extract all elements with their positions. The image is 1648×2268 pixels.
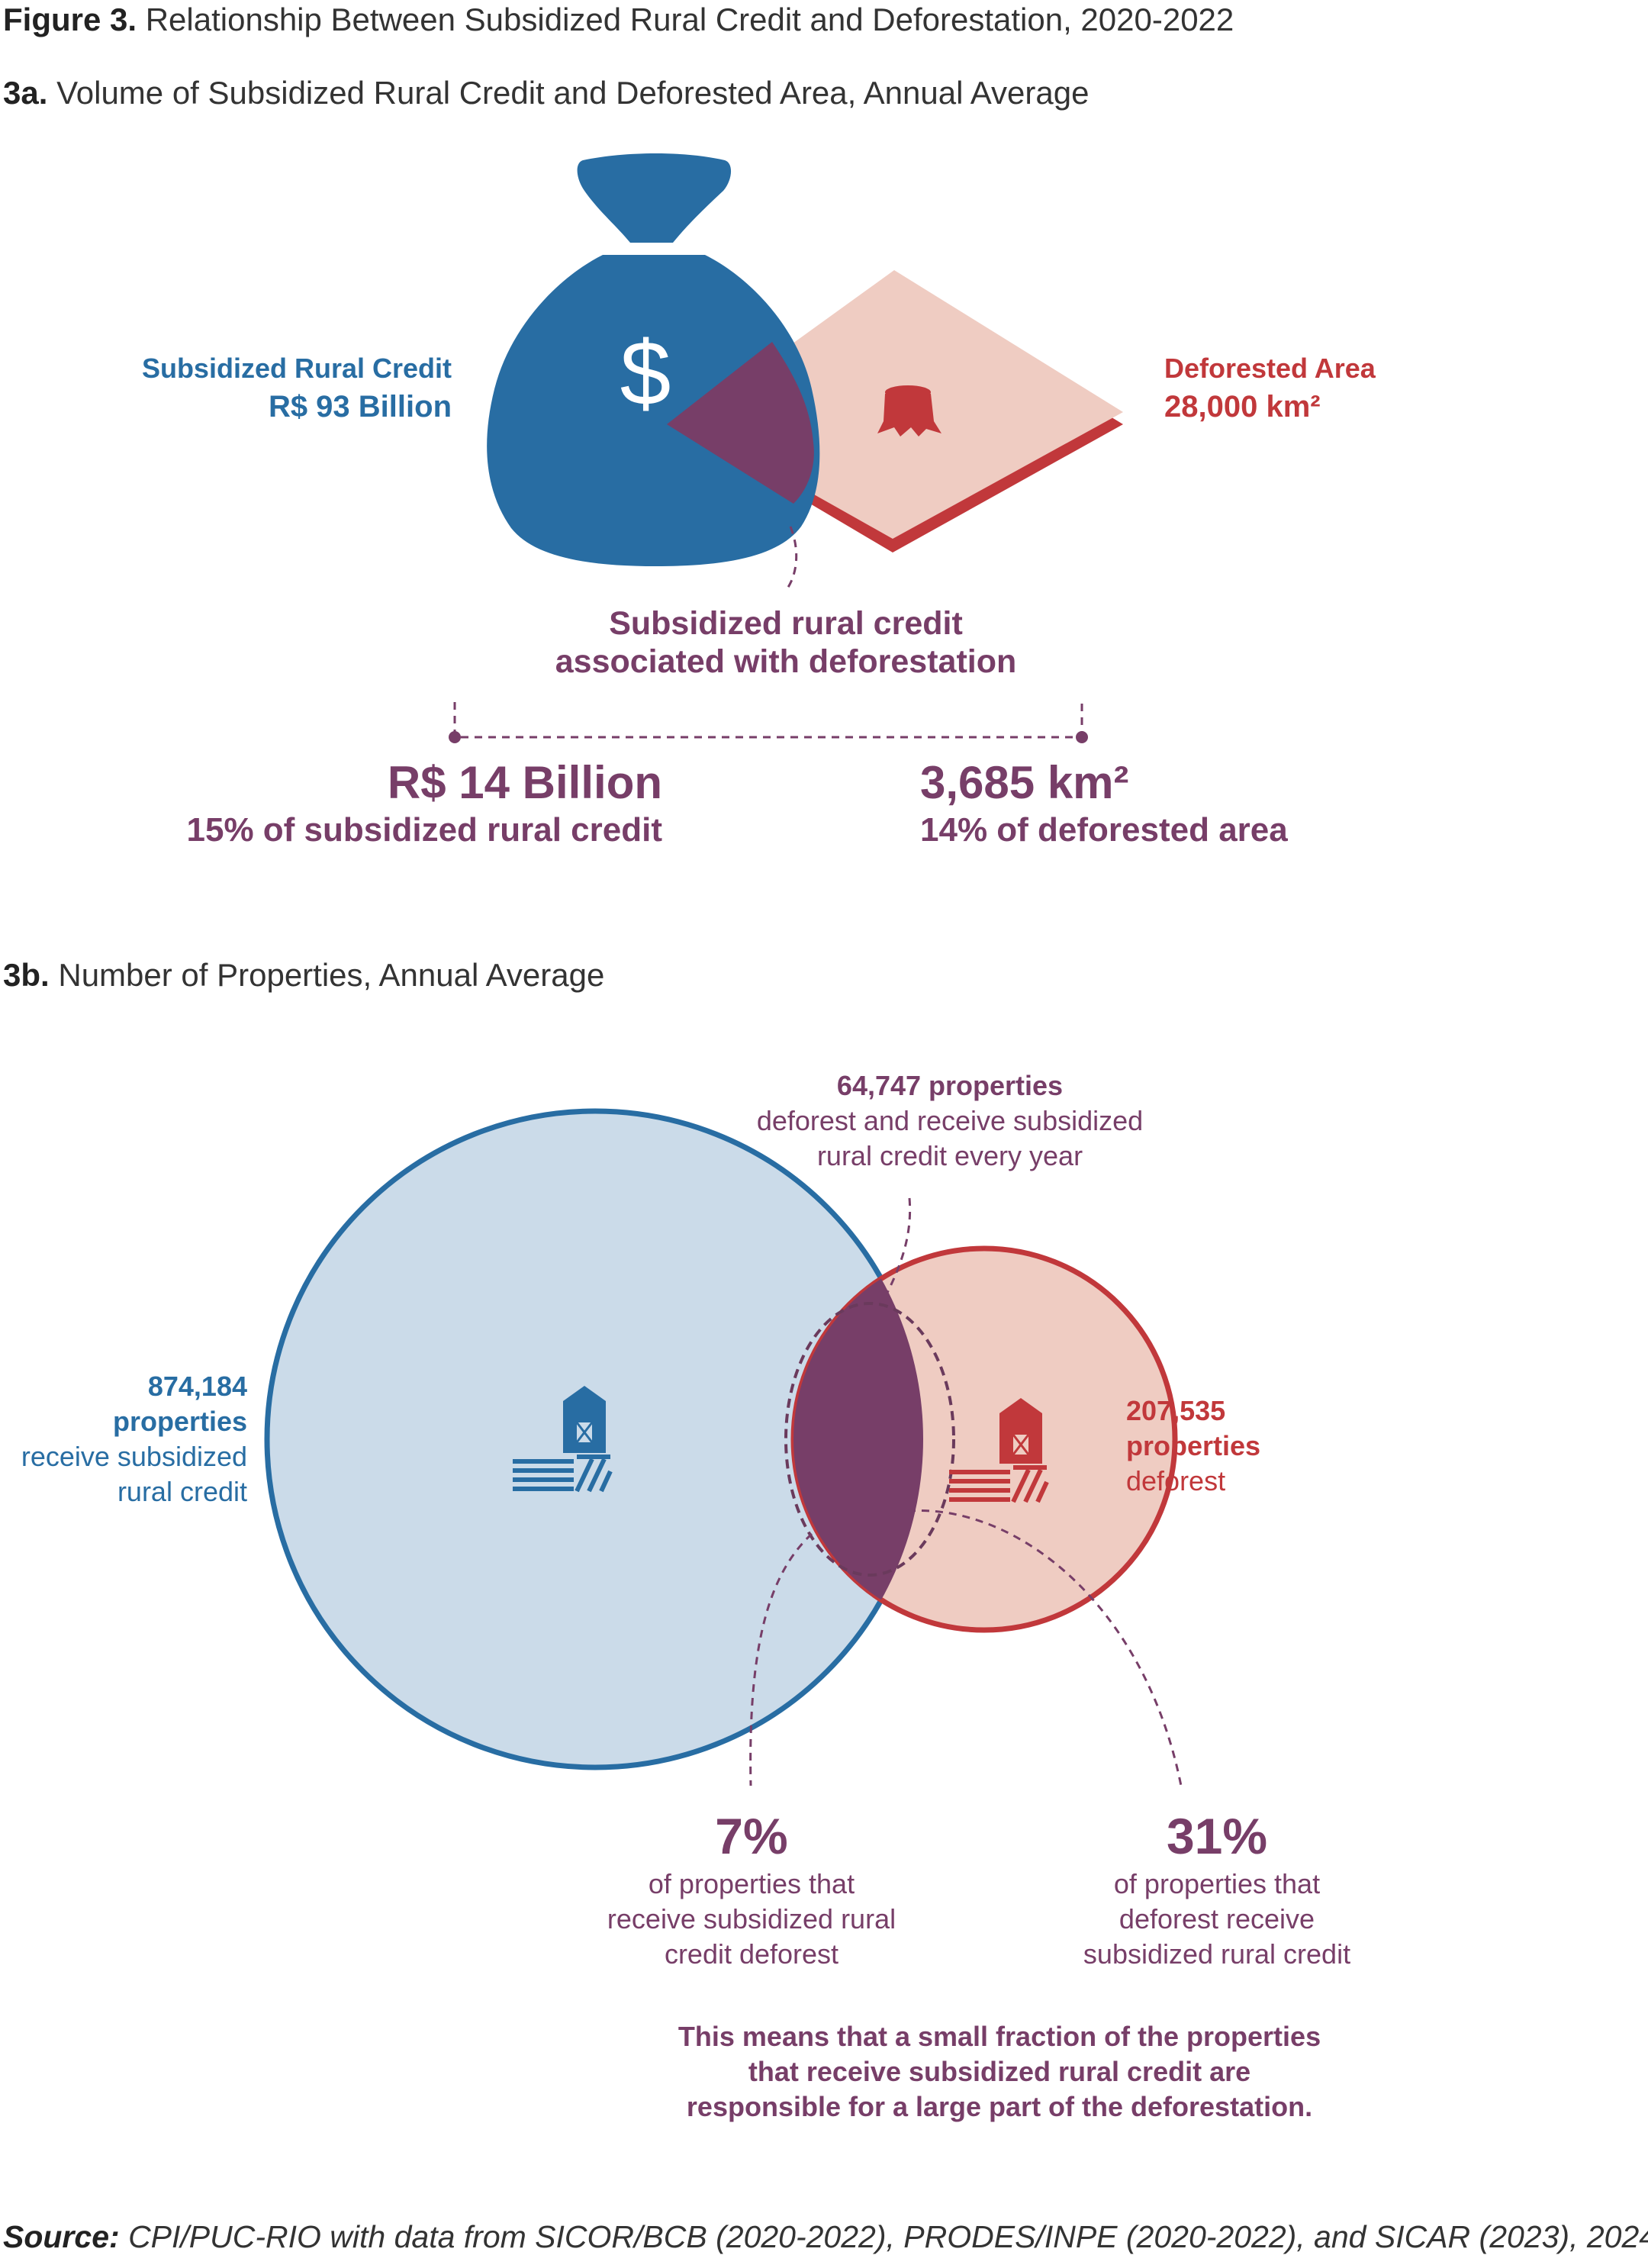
overlap-count: 64,747 properties: [836, 1070, 1064, 1101]
credit-properties-unit: properties: [112, 1406, 247, 1437]
overlap-note-b: 64,747 properties deforest and receive s…: [717, 1068, 1183, 1174]
overlap-leaders-b: [749, 1197, 1183, 1786]
conclusion-line3: responsible for a large part of the defo…: [686, 2091, 1313, 2122]
credit-deforestation-overlap: [667, 342, 814, 504]
panel-b-title: 3b. Number of Properties, Annual Average: [3, 957, 604, 994]
deforested-label-block: Deforested Area 28,000 km²: [1164, 350, 1376, 426]
conclusion-line1: This means that a small fraction of the …: [678, 2021, 1321, 2052]
deforest-properties-label: 207,535 properties deforest: [1126, 1393, 1260, 1499]
credit-properties-count: 874,184: [147, 1371, 247, 1402]
overlap-area-share: 14% of deforested area: [920, 811, 1288, 849]
panel-a-label: 3a.: [3, 75, 48, 111]
farm-barn-icon: [513, 1386, 613, 1493]
overlap-title-a: Subsidized rural credit associated with …: [519, 604, 1053, 681]
overlap-credit-share: 15% of subsidized rural credit: [186, 811, 663, 849]
farm-barn-icon: [949, 1398, 1049, 1503]
conclusion-note: This means that a small fraction of the …: [664, 2019, 1335, 2125]
svg-text:$: $: [620, 322, 671, 424]
credit-label: Subsidized Rural Credit: [141, 353, 452, 384]
panel-b-title-text: Number of Properties, Annual Average: [58, 957, 605, 993]
connector-dot-left: [449, 731, 461, 743]
figure-title: Figure 3. Relationship Between Subsidize…: [3, 2, 1234, 38]
overlap-desc-line1: deforest and receive subsidized: [756, 1105, 1144, 1136]
credit-value: R$ 93 Billion: [268, 390, 452, 424]
pct-left-value: 7%: [715, 1808, 788, 1864]
panel-a-title: 3a. Volume of Subsidized Rural Credit an…: [3, 75, 1089, 111]
overlap-area-value: 3,685 km²: [920, 757, 1129, 808]
credit-properties-desc1: receive subsidized: [21, 1441, 247, 1472]
panel-b-label: 3b.: [3, 957, 50, 993]
credit-properties-label: 874,184 properties receive subsidized ru…: [21, 1369, 247, 1509]
overlap-title-line1: Subsidized rural credit: [609, 605, 963, 642]
source-note: Source: CPI/PUC-RIO with data from SICOR…: [3, 2219, 1648, 2255]
connector-dot-right: [1076, 731, 1088, 743]
money-bag-icon: [487, 153, 820, 566]
deforest-properties-unit: properties: [1126, 1430, 1261, 1461]
figure-title-text: Relationship Between Subsidized Rural Cr…: [145, 2, 1234, 37]
pct-right-line1: of properties that: [1113, 1868, 1321, 1899]
conclusion-line2: that receive subsidized rural credit are: [748, 2056, 1251, 2087]
deforested-value: 28,000 km²: [1164, 390, 1321, 424]
pct-left-line3: credit deforest: [664, 1938, 839, 1970]
credit-properties-desc2: rural credit: [117, 1476, 247, 1507]
deforest-properties-desc: deforest: [1126, 1465, 1226, 1496]
pct-right-line2: deforest receive: [1119, 1903, 1315, 1935]
pct-left-line2: receive subsidized rural: [607, 1903, 896, 1935]
dollar-sign-icon: $: [620, 322, 671, 424]
tree-stump-icon: [877, 385, 941, 437]
panel-a-title-text: Volume of Subsidized Rural Credit and De…: [56, 75, 1090, 111]
source-text: CPI/PUC-RIO with data from SICOR/BCB (20…: [128, 2219, 1648, 2254]
pct-right-value: 31%: [1166, 1808, 1268, 1864]
credit-label-block: Subsidized Rural Credit R$ 93 Billion: [142, 350, 452, 426]
pct-right-block: 31% of properties that deforest receive …: [1053, 1806, 1381, 1972]
overlap-desc-line2: rural credit every year: [816, 1140, 1083, 1171]
deforested-label: Deforested Area: [1164, 353, 1376, 384]
source-label: Source:: [3, 2219, 120, 2254]
pct-left-block: 7% of properties that receive subsidized…: [587, 1806, 916, 1972]
pct-right-line3: subsidized rural credit: [1083, 1938, 1351, 1970]
figure-label: Figure 3.: [3, 2, 137, 37]
pct-left-line1: of properties that: [648, 1868, 855, 1899]
overlap-credit-value: R$ 14 Billion: [387, 757, 662, 808]
overlap-area-block: 3,685 km² 14% of deforested area: [920, 755, 1288, 850]
land-parcel-icon: [784, 270, 1123, 553]
overlap-title-line2: associated with deforestation: [555, 643, 1017, 680]
overlap-credit-block: R$ 14 Billion 15% of subsidized rural cr…: [187, 755, 663, 850]
venn-intersection: [784, 1248, 955, 1630]
deforest-properties-count: 207,535: [1126, 1395, 1226, 1426]
